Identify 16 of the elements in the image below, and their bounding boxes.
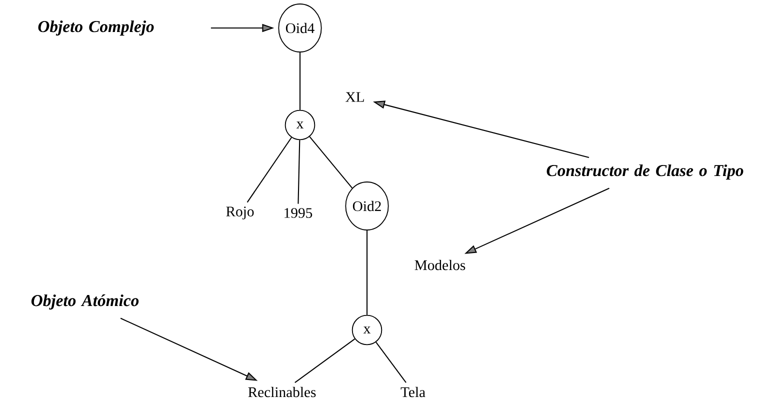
value-label: Reclinables xyxy=(248,386,316,398)
value-label: 1995 xyxy=(284,208,312,218)
connector-line xyxy=(246,137,292,203)
value-label: Rojo xyxy=(226,206,254,220)
callout-label: Objeto Complejo xyxy=(38,20,154,36)
callout-label: Constructor de Clase o Tipo xyxy=(546,164,744,180)
connector-line xyxy=(376,342,406,383)
value-label: Tela xyxy=(400,386,426,398)
connector-line xyxy=(298,140,300,204)
connector-line xyxy=(299,52,301,110)
connector-line xyxy=(309,136,353,188)
connector-line xyxy=(294,338,356,383)
connector-line xyxy=(366,230,368,315)
callout-label: Objeto Atómico xyxy=(31,294,139,310)
value-label: Modelos xyxy=(414,260,466,270)
value-label: XL xyxy=(346,92,364,102)
